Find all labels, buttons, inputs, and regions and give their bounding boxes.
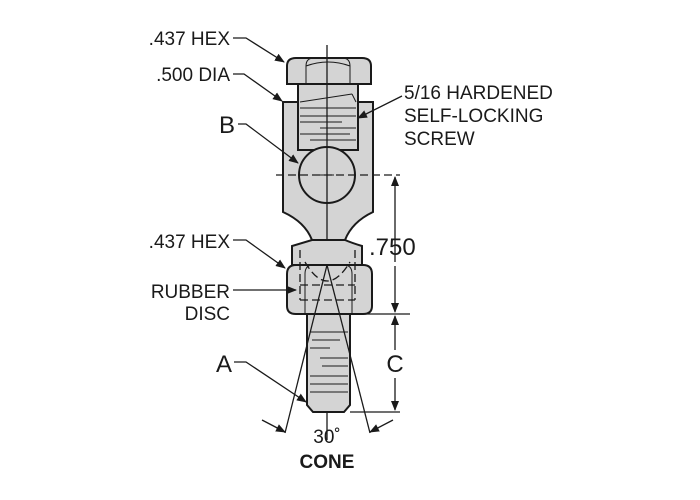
label-a: A — [216, 351, 232, 378]
label-c: C — [386, 351, 403, 378]
cone-line-right — [326, 264, 371, 434]
lower-hex-nut — [286, 239, 373, 315]
self-locking-screw — [297, 83, 359, 151]
label-cone: CONE — [300, 452, 355, 473]
label-b: B — [219, 112, 235, 139]
label-screw-line3: SCREW — [404, 129, 475, 150]
top-hex-head — [286, 57, 372, 85]
label-dim-750: .750 — [369, 234, 416, 261]
label-angle: 30˚ — [313, 427, 340, 448]
label-screw-line2: SELF-LOCKING — [404, 106, 543, 127]
label-screw-line1: 5/16 HARDENED — [404, 83, 553, 104]
cone-line-left — [284, 264, 328, 434]
label-dia: .500 DIA — [156, 65, 230, 86]
label-rubber-line2: DISC — [185, 304, 230, 325]
label-rubber-line1: RUBBER — [151, 282, 230, 303]
label-lower-hex: .437 HEX — [149, 232, 231, 253]
label-top-hex: .437 HEX — [149, 29, 231, 50]
